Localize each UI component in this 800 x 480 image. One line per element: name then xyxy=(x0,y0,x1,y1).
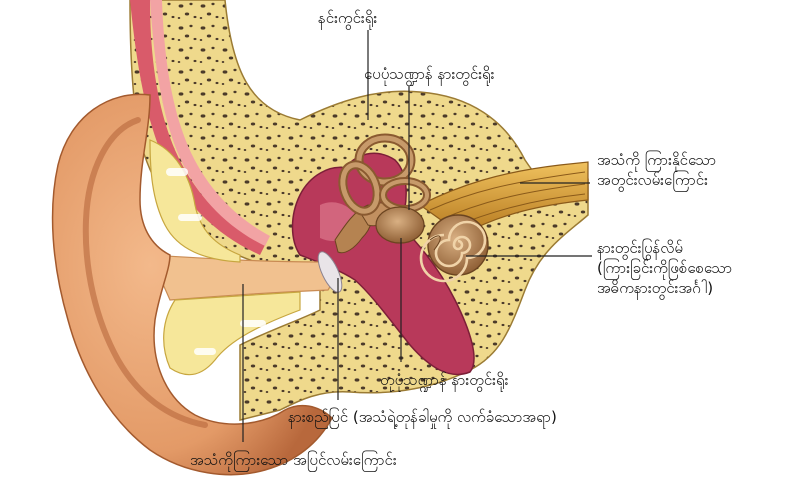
label-semicircular-canals: ပေပုံသဏ္ဍာန် နားတွင်းရိုး xyxy=(364,65,495,83)
skin-strip xyxy=(130,0,270,255)
label-cochlea-line2: (ကြားခြင်းကိုဖြစ်စေသော xyxy=(597,259,733,277)
ear-cartilage xyxy=(149,139,301,376)
label-cochlea: နားတွင်းပြွန်လိမ် (ကြားခြင်းကိုဖြစ်စေသော… xyxy=(597,238,732,298)
leader-lines xyxy=(242,30,592,442)
label-cochlea-line3: အဓိကနားတွင်းအင်္ဂါ) xyxy=(597,279,714,297)
eardrum xyxy=(317,251,343,293)
label-auditory-nerve-line2: အတွင်းလမ်းကြောင်း xyxy=(597,171,708,189)
label-ossicles: နင်းကွင်းရိုး xyxy=(318,9,378,27)
label-cochlea-bone: တုပုံသဏ္ဍာန် နားတွင်းရိုး xyxy=(380,371,509,389)
inner-ear xyxy=(338,133,489,283)
label-auditory-nerve: အသံကို ကြားနိုင်သော အတွင်းလမ်းကြောင်း xyxy=(597,150,716,190)
label-eardrum: နားစည်ပြင် (အသံရဲ့တုန်ခါမှုကို လက်ခံသောအ… xyxy=(288,408,557,426)
label-auditory-nerve-line1: အသံကို ကြားနိုင်သော xyxy=(597,151,717,169)
outer-ear-canal xyxy=(149,254,332,301)
auricle xyxy=(51,93,333,476)
label-cochlea-line1: နားတွင်းပြွန်လိမ် xyxy=(597,239,683,257)
label-ear-canal: အသံကိုကြားသော အပြင်လမ်းကြောင်း xyxy=(190,451,397,469)
